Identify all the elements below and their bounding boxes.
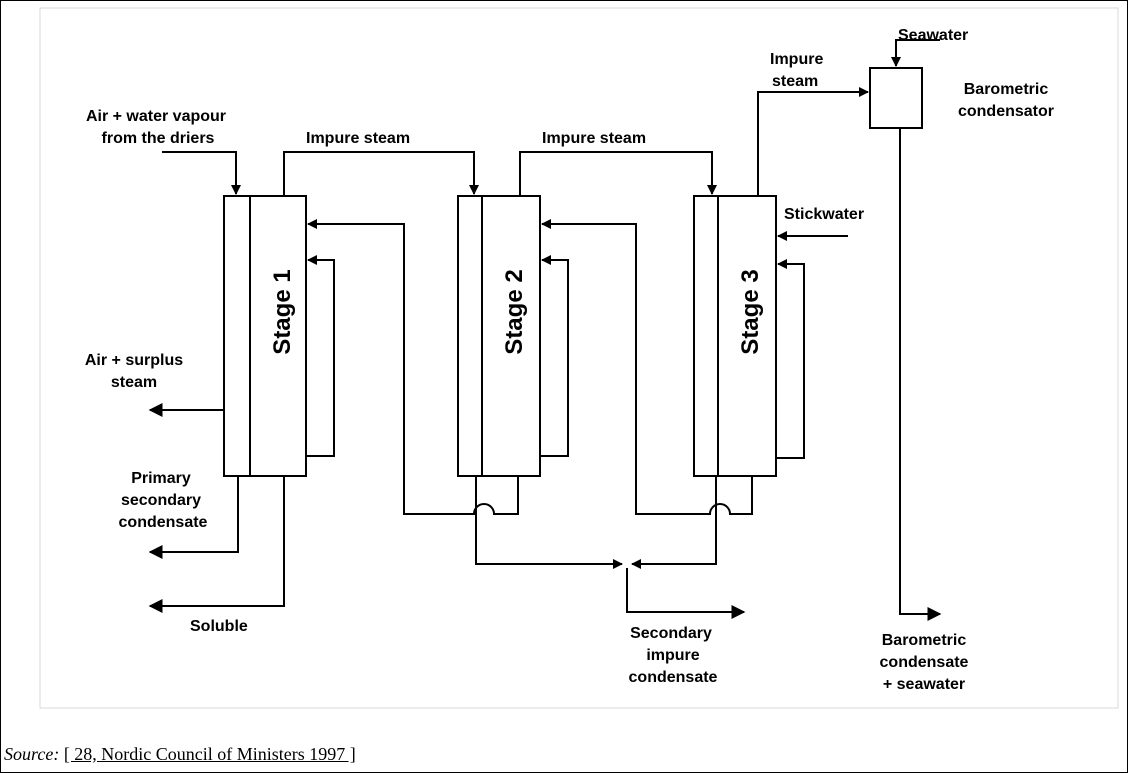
stage-3-label: Stage 3 (737, 269, 764, 354)
secondary-impure-label-1: Secondary (630, 625, 712, 642)
impure-steam-label-3b: steam (772, 73, 818, 90)
stage-1-column (223, 195, 307, 477)
impure-steam-line-3 (757, 87, 869, 196)
barometric-condensate-label-2: condensate (880, 654, 969, 671)
source-label: Source: (4, 744, 60, 764)
primary-condensate-label-3: condensate (119, 514, 208, 531)
secondary-impure-condensate-outlet (626, 568, 746, 619)
barometric-condensator-label-1: Barometric (964, 81, 1049, 98)
stage-1-label: Stage 1 (269, 269, 296, 354)
primary-condensate-outlet (148, 476, 239, 559)
impure-steam-label-1: Impure steam (306, 130, 410, 147)
barometric-condensator-label-2: condensator (958, 103, 1054, 120)
barometric-condensate-outlet-line (899, 128, 942, 621)
barometric-condensator-box (869, 67, 923, 129)
figure-source: Source: [ 28, Nordic Council of Minister… (4, 744, 356, 765)
barometric-condensate-label-3: + seawater (883, 676, 965, 693)
seawater-inlet-line (891, 39, 940, 67)
barometric-condensate-label-1: Barometric (882, 632, 967, 649)
impure-steam-label-3a: Impure (770, 51, 823, 68)
impure-steam-label-2: Impure steam (542, 130, 646, 147)
stickwater-label: Stickwater (784, 206, 864, 223)
secondary-impure-label-2: impure (646, 647, 699, 664)
impure-steam-line-1 (283, 151, 479, 196)
soluble-label: Soluble (190, 618, 248, 635)
seawater-label: Seawater (898, 27, 968, 44)
source-reference-link[interactable]: [ 28, Nordic Council of Ministers 1997 ] (63, 744, 356, 764)
stage-2-recirculation-loop (540, 255, 569, 457)
impure-steam-line-2 (519, 151, 717, 196)
stage-3-column (693, 195, 777, 477)
stage-2-condensate-line (475, 476, 623, 569)
stage-2-to-stage-1-feed-line (307, 219, 519, 515)
air-vapour-inlet-line (162, 151, 241, 195)
air-water-vapour-label-1: Air + water vapour (86, 108, 226, 125)
stage-2-column (457, 195, 541, 477)
air-surplus-label-1: Air + surplus (85, 352, 183, 369)
stage-3-condensate-line (631, 476, 717, 569)
primary-condensate-label-1: Primary (131, 470, 191, 487)
stage-1-recirculation-loop (306, 255, 335, 457)
air-surplus-label-2: steam (111, 374, 157, 391)
secondary-impure-label-3: condensate (629, 669, 718, 686)
primary-condensate-label-2: secondary (121, 492, 201, 509)
air-water-vapour-label-2: from the driers (102, 130, 215, 147)
soluble-outlet (148, 476, 285, 613)
inner-panel (39, 7, 1119, 709)
stage-3-recirculation-loop (776, 259, 805, 459)
stage-2-label: Stage 2 (501, 269, 528, 354)
stage-3-to-stage-2-feed-line (541, 219, 753, 515)
